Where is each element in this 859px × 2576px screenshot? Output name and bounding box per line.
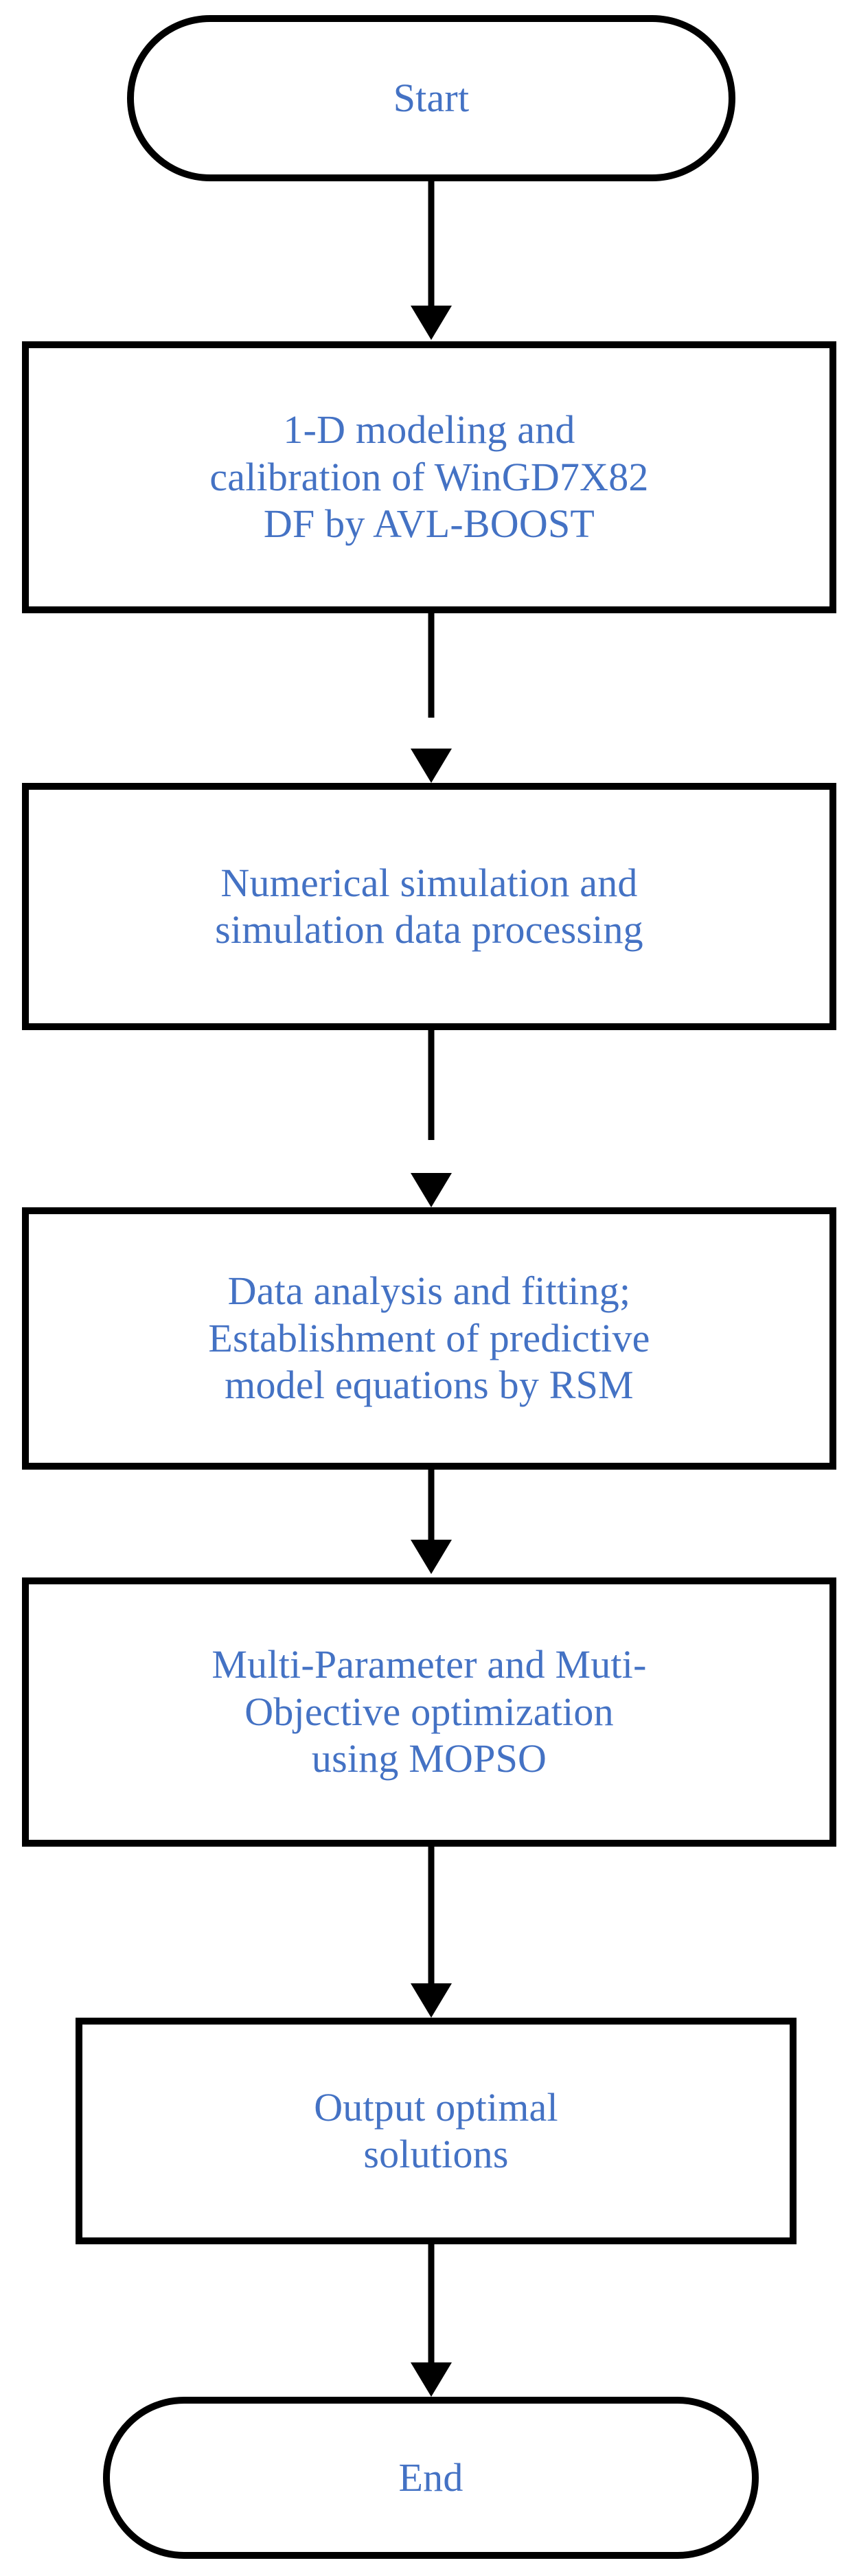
- connector-line: [428, 2244, 435, 2365]
- node-step3-label: Data analysis and fitting; Establishment…: [208, 1268, 650, 1408]
- arrowhead-icon: [411, 1173, 452, 1207]
- node-step4[interactable]: Multi-Parameter and Muti- Objective opti…: [22, 1577, 836, 1847]
- node-step3[interactable]: Data analysis and fitting; Establishment…: [22, 1207, 836, 1470]
- node-start[interactable]: Start: [127, 15, 735, 181]
- connector-line: [428, 613, 435, 718]
- node-step2-label: Numerical simulation and simulation data…: [215, 860, 643, 952]
- node-step5[interactable]: Output optimal solutions: [76, 2018, 797, 2244]
- arrowhead-icon: [411, 749, 452, 783]
- arrowhead-icon: [411, 2362, 452, 2397]
- node-step5-label: Output optimal solutions: [314, 2084, 558, 2176]
- node-step1[interactable]: 1-D modeling and calibration of WinGD7X8…: [22, 341, 836, 613]
- connector-line: [428, 181, 435, 309]
- node-end[interactable]: End: [103, 2397, 759, 2559]
- connector-line: [428, 1847, 435, 1987]
- arrowhead-icon: [411, 1540, 452, 1574]
- connector-line: [428, 1030, 435, 1140]
- node-start-label: Start: [393, 75, 470, 120]
- node-end-label: End: [398, 2454, 463, 2500]
- node-step1-label: 1-D modeling and calibration of WinGD7X8…: [209, 407, 649, 547]
- arrowhead-icon: [411, 306, 452, 340]
- arrowhead-icon: [411, 1983, 452, 2018]
- connector-line: [428, 1470, 435, 1552]
- node-step4-label: Multi-Parameter and Muti- Objective opti…: [211, 1642, 647, 1781]
- node-step2[interactable]: Numerical simulation and simulation data…: [22, 783, 836, 1030]
